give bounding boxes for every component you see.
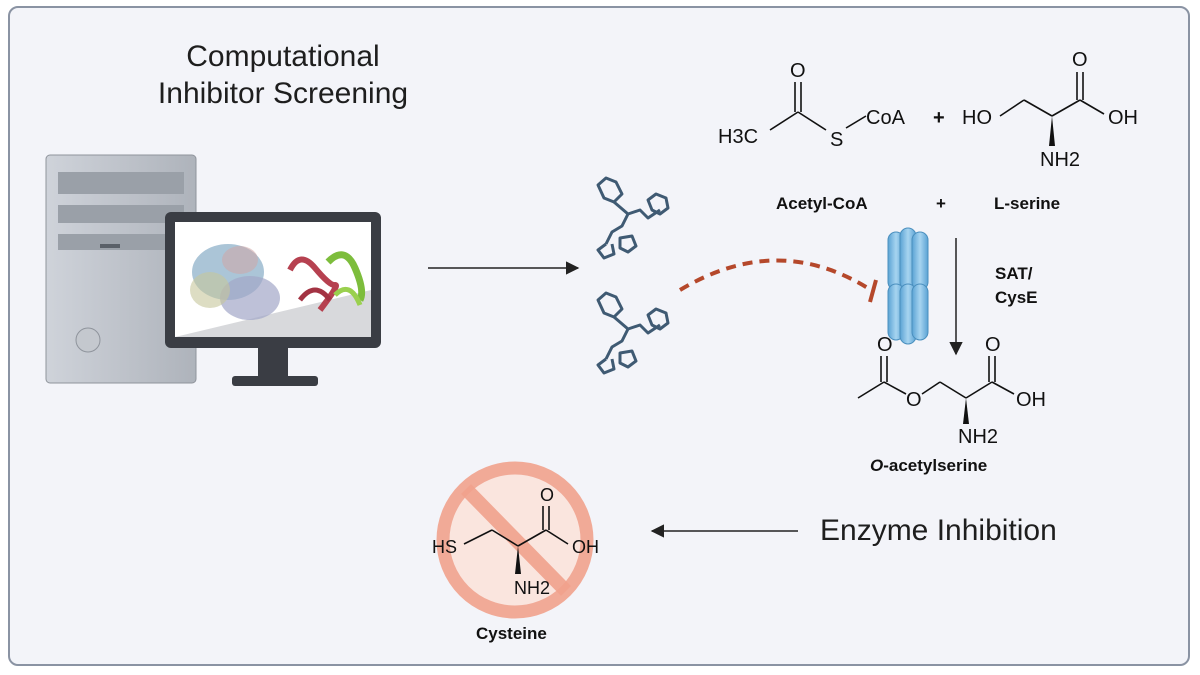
acetyl-coa-sulfur: S [830,129,843,151]
no-sign-icon [436,461,594,619]
cysteine-structure [463,506,569,574]
inhibitor-molecules-icon [596,176,670,260]
enzyme-icon [887,227,929,345]
l-serine-label: L-serine [994,194,1061,213]
serine-nh2: NH2 [1040,149,1080,171]
acetyl-coa-coa: CoA [866,107,906,129]
reactant-plus-top: + [933,107,945,129]
product-nh2: NH2 [958,426,998,448]
cysteine-oxygen: O [540,485,554,505]
acetyl-coa-label: Acetyl-CoA [776,194,868,213]
product-oxygen-top: O [877,334,893,356]
enzyme-inhibition-label: Enzyme Inhibition [820,514,1057,547]
inhibition-dashed-arrow [678,258,876,294]
serine-oxygen: O [1072,49,1088,71]
screening-title-line2: Inhibitor Screening [157,77,409,110]
product-oh: OH [1016,389,1046,411]
reactant-plus-label: + [936,194,946,213]
enzyme-label-line2: CysE [995,288,1038,307]
serine-ho: HO [962,107,992,129]
cysteine-oh: OH [572,537,599,557]
screening-title: Computational Inhibitor Screening [138,38,428,112]
cysteine-hs: HS [432,537,457,557]
enzyme-label: SAT/ CysE [995,262,1038,310]
acetyl-coa-oxygen: O [790,60,806,82]
o-acetylserine-structure [857,356,1015,424]
inhibitor-molecules-icon-2 [596,291,670,375]
screening-title-line1: Computational [186,40,380,73]
l-serine-structure [999,72,1105,146]
product-ring-oxygen: O [906,389,922,411]
inhibition-bar [868,279,878,303]
protein-structure-image [190,244,366,320]
acetyl-coa-h3c: H3C [718,126,758,148]
cysteine-nh2: NH2 [514,578,550,598]
computer-tower-icon [45,154,197,384]
acetyl-coa-structure [769,82,867,131]
o-acetylserine-label-italic: O [870,456,884,475]
cysteine-label: Cysteine [476,624,547,643]
serine-oh: OH [1108,107,1138,129]
product-acid-oxygen: O [985,334,1001,356]
o-acetylserine-label-rest: -acetylserine [883,456,988,475]
enzyme-label-line1: SAT/ [995,264,1033,283]
o-acetylserine-label: O-acetylserine [870,456,987,476]
